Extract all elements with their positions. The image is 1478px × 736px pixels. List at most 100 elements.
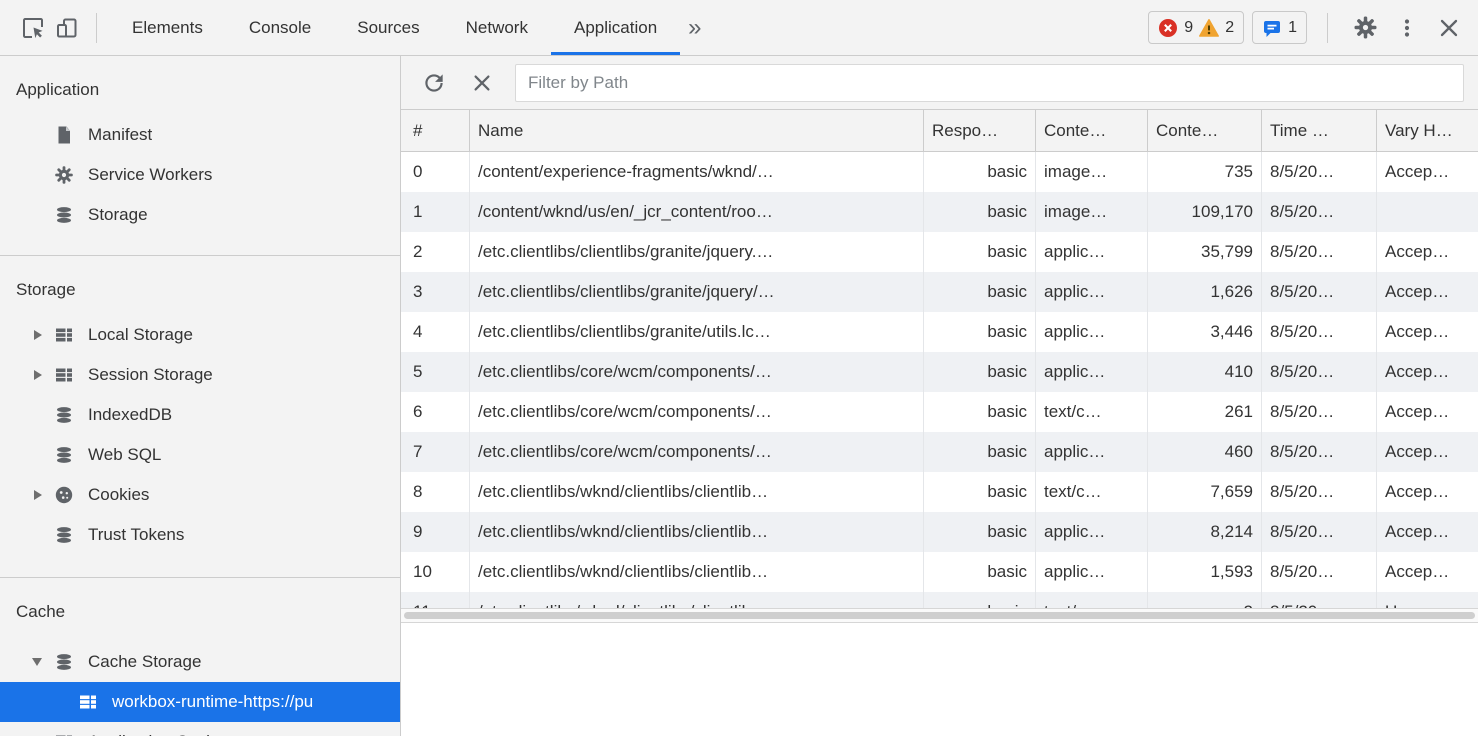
cell-vary-header[interactable]: Accep… xyxy=(1385,362,1450,381)
cell-time-cached[interactable]: 8/5/20… xyxy=(1262,352,1377,392)
cell-index[interactable]: 3 xyxy=(401,272,470,312)
cell-response-type[interactable]: basic xyxy=(924,312,1036,352)
cell-response-type[interactable]: basic xyxy=(924,512,1036,552)
cache-entry-row[interactable]: 5 /etc.clientlibs/core/wcm/components/… … xyxy=(401,352,1478,392)
cell-index[interactable]: 7 xyxy=(401,432,470,472)
tab-elements[interactable]: Elements xyxy=(132,18,203,37)
cell-content-length[interactable]: 35,799 xyxy=(1148,232,1262,272)
cell-index[interactable]: 10 xyxy=(401,552,470,592)
settings-gear-icon[interactable] xyxy=(1348,11,1382,45)
cell-index[interactable]: 9 xyxy=(401,512,470,552)
sidebar-item-cache-storage[interactable]: Cache Storage xyxy=(0,642,400,682)
tab-sources[interactable]: Sources xyxy=(357,18,420,37)
cache-entry-row[interactable]: 1 /content/wknd/us/en/_jcr_content/roo… … xyxy=(401,192,1478,232)
sidebar-item-workbox-runtime-cache[interactable]: workbox-runtime-https://pu xyxy=(0,682,400,722)
sidebar-item-trust-tokens[interactable]: Trust Tokens xyxy=(0,515,400,555)
cell-name[interactable]: /content/wknd/us/en/_jcr_content/roo… xyxy=(470,192,924,232)
cell-vary-header[interactable]: Accep… xyxy=(1385,442,1450,461)
cell-content-length[interactable]: 109,170 xyxy=(1148,192,1262,232)
cell-content-type[interactable]: applic… xyxy=(1036,352,1148,392)
device-toolbar-icon[interactable] xyxy=(50,11,84,45)
cell-time-cached[interactable]: 8/5/20… xyxy=(1262,312,1377,352)
cell-time-cached[interactable]: 8/5/20… xyxy=(1262,272,1377,312)
cell-content-length[interactable]: 410 xyxy=(1148,352,1262,392)
cell-time-cached[interactable]: 8/5/20… xyxy=(1262,512,1377,552)
cell-vary-header[interactable]: Accep… xyxy=(1385,402,1450,421)
sidebar-item-local-storage[interactable]: Local Storage xyxy=(0,315,400,355)
cell-vary-header[interactable]: Accep… xyxy=(1385,482,1450,501)
cell-time-cached[interactable]: 8/5/20… xyxy=(1262,472,1377,512)
cell-index[interactable]: 2 xyxy=(401,232,470,272)
tab-console[interactable]: Console xyxy=(248,18,312,37)
cell-vary-header[interactable]: Accep… xyxy=(1385,522,1450,541)
cell-name[interactable]: /etc.clientlibs/wknd/clientlibs/clientli… xyxy=(470,512,924,552)
cell-content-type[interactable]: text/c… xyxy=(1036,392,1148,432)
cell-index[interactable]: 11 xyxy=(401,592,470,608)
cell-content-type[interactable]: applic… xyxy=(1036,312,1148,352)
issues-badge[interactable]: 9 2 xyxy=(1148,11,1245,44)
cell-name[interactable]: /etc.clientlibs/core/wcm/components/… xyxy=(470,352,924,392)
cell-vary-header[interactable]: Accep… xyxy=(1385,282,1450,301)
cell-content-length[interactable]: 8,214 xyxy=(1148,512,1262,552)
cell-vary-header[interactable]: U… xyxy=(1377,592,1478,608)
cell-name[interactable]: /etc.clientlibs/wknd/clientlibs/clientli… xyxy=(470,472,924,512)
cell-time-cached[interactable]: 8/5/20… xyxy=(1262,392,1377,432)
cell-index[interactable]: 0 xyxy=(401,152,470,192)
cell-content-type[interactable]: applic… xyxy=(1036,432,1148,472)
delete-selected-icon[interactable] xyxy=(467,68,497,98)
sidebar-item-session-storage[interactable]: Session Storage xyxy=(0,355,400,395)
tab-network[interactable]: Network xyxy=(465,18,528,37)
column-header-name[interactable]: Name xyxy=(470,110,924,151)
cell-content-type[interactable]: applic… xyxy=(1036,552,1148,592)
cell-content-type[interactable]: image… xyxy=(1036,192,1148,232)
column-header-content-type[interactable]: Conte… xyxy=(1036,110,1148,151)
cache-entry-row[interactable]: 7 /etc.clientlibs/core/wcm/components/… … xyxy=(401,432,1478,472)
cell-response-type[interactable]: basic xyxy=(924,392,1036,432)
cell-name[interactable]: /etc.clientlibs/clientlibs/granite/jquer… xyxy=(470,272,924,312)
cell-response-type[interactable]: basic xyxy=(924,592,1036,608)
expand-arrow-icon[interactable] xyxy=(34,370,42,380)
cache-entry-row[interactable]: 2 /etc.clientlibs/clientlibs/granite/jqu… xyxy=(401,232,1478,272)
cell-time-cached[interactable]: 8/5/20… xyxy=(1262,552,1377,592)
cache-entry-row[interactable]: 6 /etc.clientlibs/core/wcm/components/… … xyxy=(401,392,1478,432)
cell-name[interactable]: /etc.clientlibs/clientlibs/granite/jquer… xyxy=(470,232,924,272)
messages-badge[interactable]: 1 xyxy=(1252,11,1307,44)
cell-response-type[interactable]: basic xyxy=(924,352,1036,392)
cell-content-type[interactable]: applic… xyxy=(1036,512,1148,552)
cell-name[interactable]: /etc.clientlibs/wknd/clientlibs/clientli… xyxy=(470,592,924,608)
cache-entry-row[interactable]: 10 /etc.clientlibs/wknd/clientlibs/clien… xyxy=(401,552,1478,592)
cell-index[interactable]: 4 xyxy=(401,312,470,352)
cell-time-cached[interactable]: 8/5/20… xyxy=(1262,592,1377,608)
sidebar-item-service-workers[interactable]: Service Workers xyxy=(0,155,400,195)
cell-index[interactable]: 1 xyxy=(401,192,470,232)
cell-response-type[interactable]: basic xyxy=(924,232,1036,272)
sidebar-item-web-sql[interactable]: Web SQL xyxy=(0,435,400,475)
cell-content-length[interactable]: 1,626 xyxy=(1148,272,1262,312)
cache-entry-row[interactable]: 4 /etc.clientlibs/clientlibs/granite/uti… xyxy=(401,312,1478,352)
cell-vary-header[interactable]: Accep… xyxy=(1385,242,1450,261)
cell-content-length[interactable]: 1,593 xyxy=(1148,552,1262,592)
cell-content-length[interactable]: 2 xyxy=(1148,592,1262,608)
cell-index[interactable]: 8 xyxy=(401,472,470,512)
cell-response-type[interactable]: basic xyxy=(924,472,1036,512)
cell-name[interactable]: /etc.clientlibs/core/wcm/components/… xyxy=(470,392,924,432)
sidebar-item-application-cache[interactable]: Application Cache xyxy=(0,722,400,736)
cache-entry-row[interactable]: 3 /etc.clientlibs/clientlibs/granite/jqu… xyxy=(401,272,1478,312)
cell-response-type[interactable]: basic xyxy=(924,432,1036,472)
cell-content-type[interactable]: text/c… xyxy=(1036,472,1148,512)
cell-index[interactable]: 5 xyxy=(401,352,470,392)
cell-content-length[interactable]: 3,446 xyxy=(1148,312,1262,352)
cell-content-length[interactable]: 460 xyxy=(1148,432,1262,472)
cell-content-length[interactable]: 735 xyxy=(1148,152,1262,192)
sidebar-item-manifest[interactable]: Manifest xyxy=(0,115,400,155)
scrollbar-thumb[interactable] xyxy=(404,612,1475,619)
kebab-menu-icon[interactable] xyxy=(1390,11,1424,45)
cell-content-type[interactable]: image… xyxy=(1036,152,1148,192)
sidebar-item-indexeddb[interactable]: IndexedDB xyxy=(0,395,400,435)
column-header-content-length[interactable]: Conte… xyxy=(1148,110,1262,151)
expand-arrow-icon[interactable] xyxy=(34,330,42,340)
cell-vary-header[interactable]: Accep… xyxy=(1385,322,1450,341)
expand-arrow-icon[interactable] xyxy=(34,490,42,500)
cell-time-cached[interactable]: 8/5/20… xyxy=(1262,192,1377,232)
cell-response-type[interactable]: basic xyxy=(924,552,1036,592)
